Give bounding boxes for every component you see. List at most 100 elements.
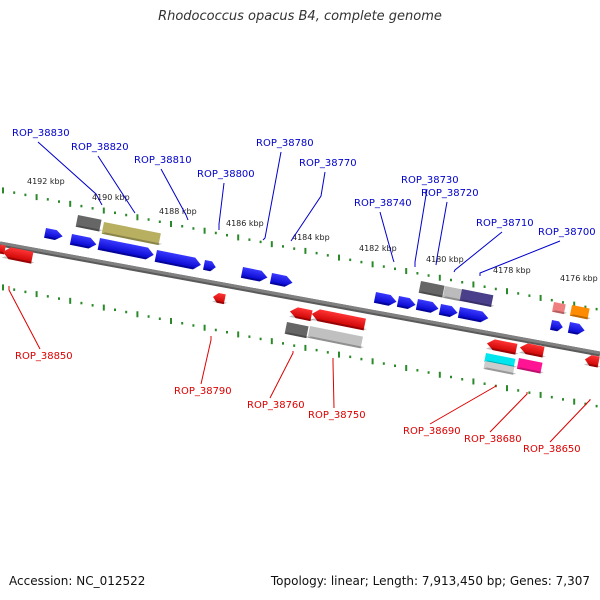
lower-track-tick [472,378,475,385]
genome-summary-text: Topology: linear; Length: 7,913,450 bp; … [270,574,590,588]
upper-track-tick [528,294,531,297]
forward-leader-line [379,211,395,263]
lower-track-tick [595,404,598,408]
upper-track-tick [573,301,576,308]
forward-gene-label: ROP_38770 [299,158,357,169]
lower-track-tick [226,330,228,334]
lower-track-tick [517,389,520,392]
forward-leader-line [479,240,561,276]
gene-block-forward-body [101,222,161,246]
gene-block-forward-body [75,215,102,232]
reverse-gene-label: ROP_38850 [15,351,73,362]
gene-arrow-forward [203,260,216,272]
lower-track-tick [573,398,576,405]
reverse-leader-line [549,399,591,443]
gene-arrow-reverse-body [213,292,226,305]
gene-arrow-reverse-shade [1,256,35,264]
forward-gene-label: ROP_38720 [421,188,479,199]
tick-label: 4190 kbp [92,193,130,202]
lower-track-tick [181,321,184,325]
gene-arrow-forward-body [154,250,201,270]
gene-arrow-forward [97,238,154,260]
forward-leader-line [97,155,136,214]
forward-gene-label: ROP_38830 [12,128,70,139]
lower-track-tick [461,377,464,381]
gene-block-reverse-shade [307,336,364,349]
tick-label: 4192 kbp [27,177,65,186]
lower-track-tick [584,402,587,406]
lower-track-tick [539,391,542,398]
forward-leader-line [37,141,103,206]
upper-track-tick [114,211,116,215]
forward-gene-label: ROP_38710 [476,218,534,229]
forward-gene-label: ROP_38740 [354,198,412,209]
upper-track-tick [338,254,340,261]
upper-track-tick [259,240,262,244]
gene-arrow-forward-shade [240,276,263,282]
lower-track-tick [282,342,284,345]
gene-arrow-forward-body [69,234,97,249]
lower-track-tick [24,290,27,294]
lower-track-tick [58,297,60,300]
upper-track-tick [69,200,72,207]
forward-leader-line [262,151,282,241]
upper-track-tick [226,233,228,237]
gene-arrow-reverse [1,247,35,264]
upper-track-tick [438,274,441,281]
gene-block-forward-body [442,286,463,302]
lower-track-tick [483,382,486,385]
gene-arrow-forward [269,273,293,287]
reverse-gene-label: ROP_38750 [308,410,366,421]
gene-arrow-forward-body [567,322,585,335]
lower-track-tick [35,291,38,298]
reverse-leader-line [489,392,528,433]
lower-track-tick [248,335,251,338]
gene-arrow-forward [44,228,63,240]
gene-arrow-forward [550,320,563,332]
forward-leader-line [414,188,428,267]
upper-track-tick [371,261,374,268]
forward-leader-line [453,231,503,273]
upper-track-tick [416,272,419,275]
gene-block-forward-shade [569,314,591,320]
gene-arrow-forward [373,292,397,306]
gene-arrow-forward [240,267,268,282]
upper-track-tick [427,274,430,277]
upper-track-tick [584,305,587,309]
gene-block-reverse-body [284,322,309,339]
upper-track-tick [461,280,464,284]
upper-track-tick [382,265,385,268]
lower-track-tick [438,371,441,378]
upper-track-tick [315,251,318,255]
gene-block-reverse [516,358,544,374]
upper-track-tick [147,218,150,221]
lower-track-tick [13,288,16,291]
upper-track-tick [24,193,27,197]
gene-arrow-forward-shade [415,308,434,313]
gene-arrow-forward-shade [69,243,92,249]
gene-arrow-forward-shade [44,236,59,240]
forward-leader-line [218,182,225,230]
gene-arrow-forward-body [373,292,397,306]
forward-leader-line [290,171,326,242]
gene-arrow-forward-body [415,299,439,313]
gene-block-forward [418,281,446,298]
upper-track-tick [214,231,217,235]
lower-track-tick [405,365,408,372]
upper-track-tick [125,213,128,217]
upper-track-tick [181,224,184,228]
gene-arrow-reverse [485,339,519,355]
upper-track-tick [472,281,475,288]
gene-arrow-reverse [288,307,314,322]
upper-track-tick [46,198,49,201]
lower-track-tick [562,398,564,401]
gene-block-forward-shade [75,225,103,232]
lower-track-tick [69,297,72,304]
gene-block-forward [552,302,568,315]
upper-track-tick [35,194,38,201]
gene-arrow-forward-body [550,320,563,332]
gene-arrow-forward-body [396,296,416,309]
lower-track-tick [114,308,116,312]
upper-track-tick [203,227,206,234]
gene-block-reverse-shade [284,332,310,339]
